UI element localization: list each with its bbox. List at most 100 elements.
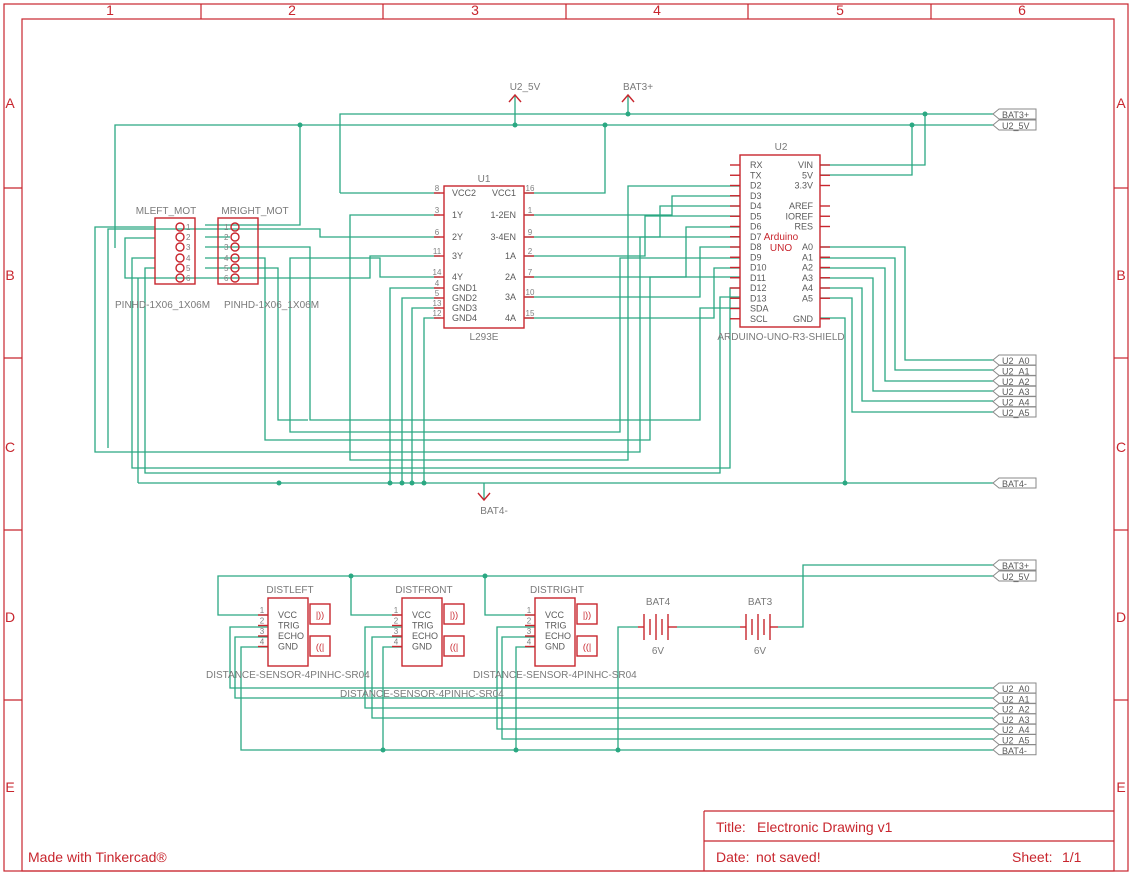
u1-pin-number: 1 [528, 206, 533, 215]
u2-pin-label: D11 [750, 273, 766, 283]
net-tag-label: U2_A5 [1002, 408, 1030, 418]
u1-pin-label: 4Y [452, 272, 463, 282]
mleft-pin-3: 3 [186, 243, 191, 252]
sensor-pin-number: 3 [394, 627, 399, 636]
u2-pin-label: D3 [750, 191, 762, 201]
u1-pin-label: GND1 [452, 283, 477, 293]
tag-bat3p-lower: BAT3+ [1002, 561, 1029, 571]
tag-u2-5v-lower: U2_5V [1002, 572, 1030, 582]
bat3-value: 6V [754, 646, 767, 657]
col-label-1: 1 [106, 2, 114, 18]
sensor-pin-label: ECHO [545, 631, 571, 641]
title-value: Electronic Drawing v1 [757, 819, 893, 835]
u2-arduino: U2 Arduino UNO ARDUINO-UNO-R3-SHIELD RXT… [717, 142, 844, 343]
u1-pin-label: 3-4EN [490, 232, 516, 242]
row-label-b: B [5, 267, 14, 283]
sensor-pin-label: GND [412, 642, 433, 652]
u1-pin-number: 8 [435, 184, 440, 193]
sensor-pin-number: 3 [260, 627, 265, 636]
u1-value: L293E [470, 332, 499, 343]
u1-pin-number: 9 [528, 228, 533, 237]
u1-pin-number: 11 [433, 247, 442, 256]
u2-pin-label: 5V [802, 170, 813, 180]
u2-pin-label: GND [793, 314, 814, 324]
u1-pin-label: 1-2EN [490, 210, 516, 220]
u2-pin-label: D6 [750, 222, 762, 232]
u2-pin-label: D10 [750, 263, 767, 273]
sensor-value: DISTANCE-SENSOR-4PINHC-SR04 [206, 670, 370, 681]
net-tag-shape [992, 734, 1037, 745]
net-tag-label: U2_A1 [1002, 694, 1030, 704]
net-tag-label: U2_A5 [1002, 736, 1030, 746]
lower-junctions [348, 573, 621, 753]
mleft-pin-1: 1 [186, 223, 191, 232]
net-tag-label: U2_A2 [1002, 377, 1030, 387]
mright-pin-6: 6 [224, 274, 229, 283]
sensor-pin-label: GND [545, 642, 566, 652]
net-tag-label: BAT4- [1002, 746, 1027, 756]
u1-pin-label: 1Y [452, 210, 463, 220]
bat4-name: BAT4 [646, 597, 671, 608]
sensor-pin-label: TRIG [412, 621, 434, 631]
net-tag-label: U2_A3 [1002, 387, 1030, 397]
net-tag-label: U2_A4 [1002, 398, 1030, 408]
net-tag-shape [992, 406, 1037, 418]
mright-pin-3: 3 [224, 243, 229, 252]
sensor-name: DISTLEFT [266, 585, 313, 596]
u2-pin-label: A2 [802, 263, 813, 273]
row-label-e: E [5, 779, 14, 795]
sensor-value: DISTANCE-SENSOR-4PINHC-SR04 [340, 689, 504, 700]
battery-bat4: BAT4 6V [638, 597, 677, 657]
net-tag-label: U2_A2 [1002, 705, 1030, 715]
u2-pin-label: D8 [750, 242, 762, 252]
sensor-pin-label: ECHO [278, 631, 304, 641]
u2-pin-label: D13 [750, 293, 767, 303]
mleft-mot-name: MLEFT_MOT [136, 206, 197, 217]
sensor-value: DISTANCE-SENSOR-4PINHC-SR04 [473, 670, 637, 681]
net-tag-shape [992, 385, 1037, 397]
date-label: Date: [716, 849, 749, 865]
row-label-a-right: A [1116, 95, 1126, 111]
net-tag-label: U2_A3 [1002, 715, 1030, 725]
net-tag-label: U2_A4 [1002, 725, 1030, 735]
net-tag-label: U2_A0 [1002, 356, 1030, 366]
col-label-6: 6 [1018, 2, 1026, 18]
sensor-pin-number: 4 [260, 638, 265, 647]
u1-pin-label: 2Y [452, 232, 463, 242]
u2-pin-label: D5 [750, 211, 762, 221]
u2-pin-label: A1 [802, 252, 813, 262]
u1-pin-number: 10 [526, 288, 535, 297]
sensor-body [267, 597, 309, 667]
u2-pin-label: SCL [750, 314, 768, 324]
bat3-name: BAT3 [748, 597, 773, 608]
u1-pin-number: 15 [526, 309, 535, 318]
sensor-pin-number: 1 [527, 606, 532, 615]
net-tag-shape [992, 744, 1037, 756]
battery-bat3: BAT3 6V [740, 597, 778, 657]
u1-pin-number: 7 [528, 268, 533, 277]
u2-pin-label: VIN [798, 160, 813, 170]
row-label-c-right: C [1116, 439, 1126, 455]
mright-pin-4: 4 [224, 254, 229, 263]
u1-pin-label: GND2 [452, 293, 477, 303]
u1-pin-label: GND4 [452, 313, 477, 323]
col-label-4: 4 [653, 2, 661, 18]
u2-pin-label: D2 [750, 181, 762, 191]
sensor-pin-label: GND [278, 642, 299, 652]
u1-pin-number: 4 [435, 279, 440, 288]
sensor-name: DISTRIGHT [530, 585, 584, 596]
net-tag-shape [992, 375, 1037, 387]
sensor-pin-number: 2 [260, 617, 265, 626]
lower-wires [217, 564, 993, 751]
upper-wires [94, 95, 993, 500]
u1-pin-label: 3A [505, 292, 516, 302]
drawing-frame [3, 3, 1129, 872]
sensor-tx [309, 603, 331, 625]
u2-5v-symbol-label: U2_5V [510, 82, 541, 93]
u2-pin-label: SDA [750, 304, 769, 314]
u2-pin-label: IOREF [785, 211, 813, 221]
